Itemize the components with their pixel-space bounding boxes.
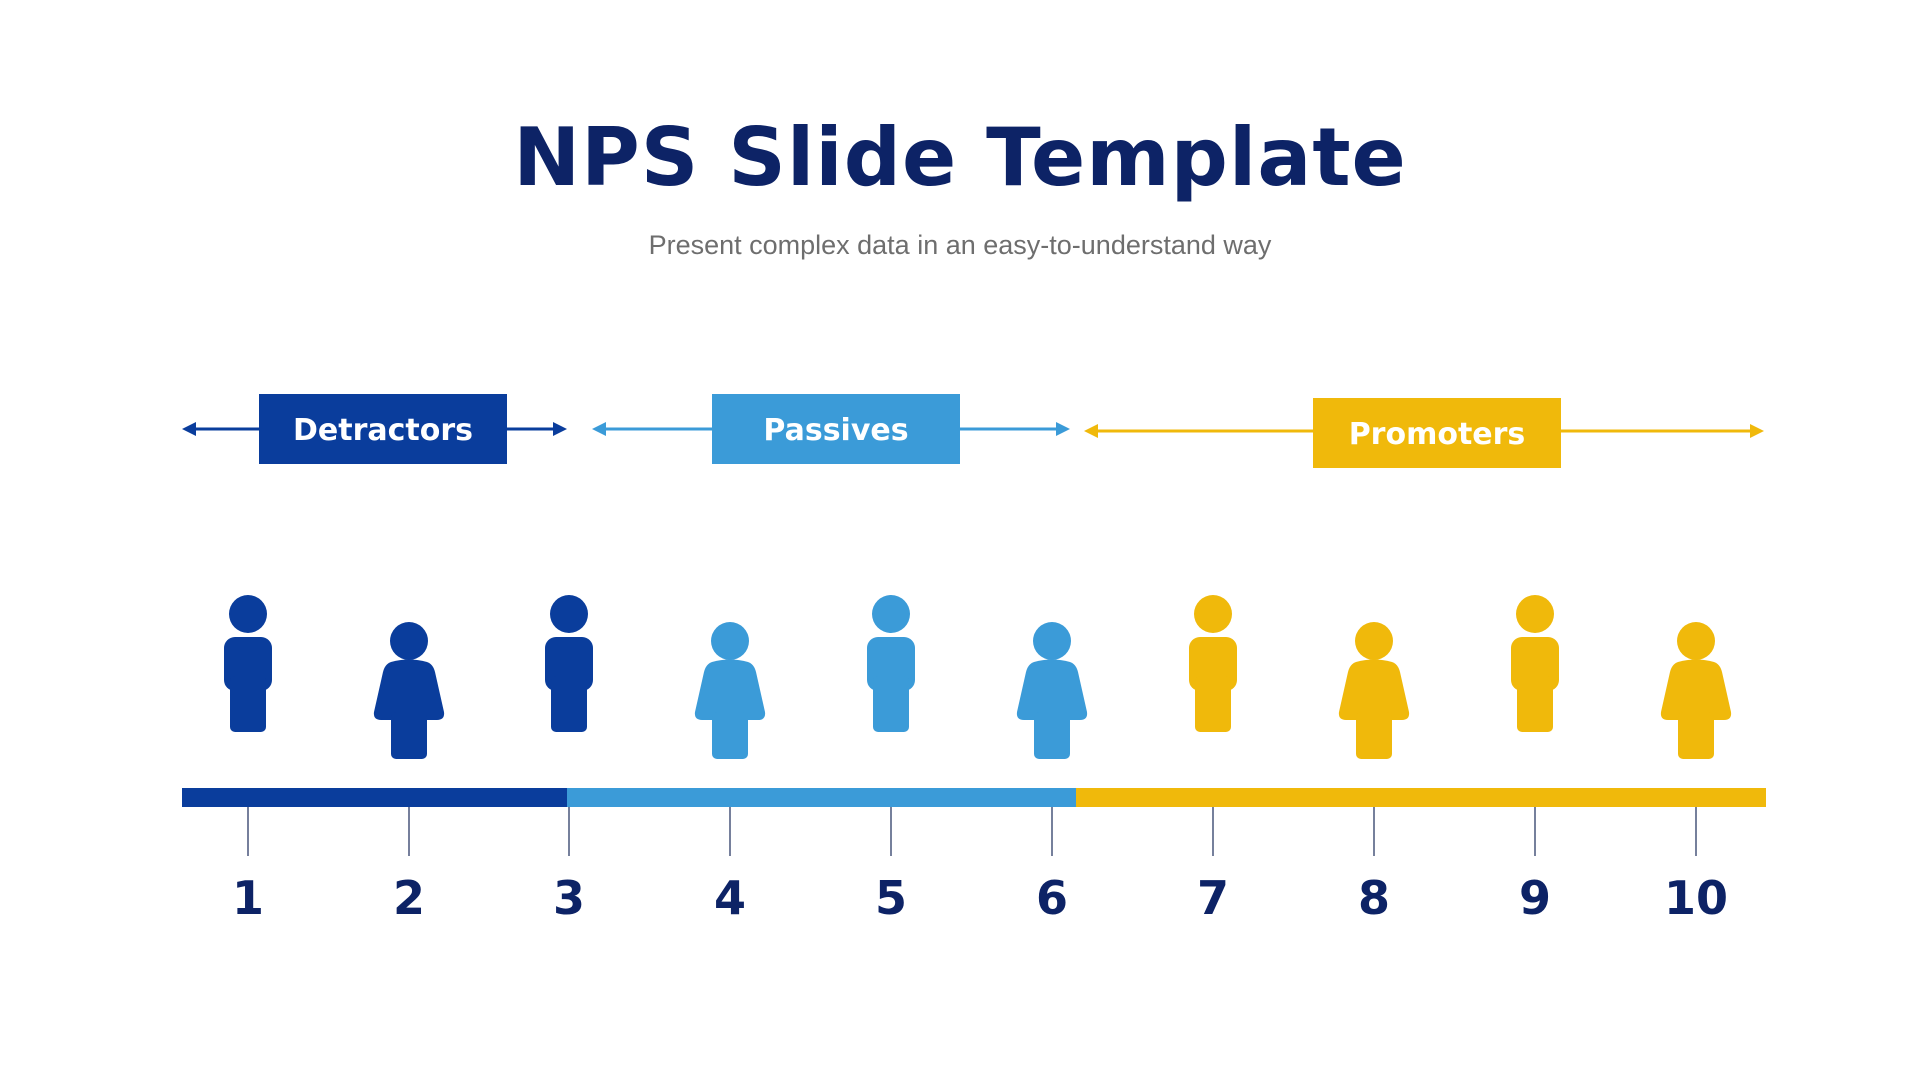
- score-scale-bar: [182, 788, 1766, 807]
- arrow-right-icon: [553, 422, 567, 436]
- segment-label-box: [1313, 398, 1561, 468]
- female-person-icon: [694, 622, 766, 759]
- segment-detractors: Detractors: [182, 394, 567, 464]
- male-person-icon: [224, 595, 272, 732]
- score-ticks: 1 2 3 4 5 6 7 8 9 10: [232, 807, 1728, 925]
- arrow-left-icon: [592, 422, 606, 436]
- female-person-icon: [1660, 622, 1732, 759]
- score-label: 5: [875, 871, 907, 925]
- male-person-icon: [545, 595, 593, 732]
- score-label: 8: [1358, 871, 1390, 925]
- segment-headers: Detractors Passives Promoters: [182, 394, 1764, 468]
- female-person-icon: [373, 622, 445, 759]
- score-label: 9: [1519, 871, 1551, 925]
- male-person-icon: [1511, 595, 1559, 732]
- segment-label-box: [712, 394, 960, 464]
- arrow-left-icon: [1084, 424, 1098, 438]
- female-person-icon: [1016, 622, 1088, 759]
- male-person-icon: [867, 595, 915, 732]
- scale-bar-detractors: [182, 788, 567, 807]
- page-subtitle: Present complex data in an easy-to-under…: [648, 230, 1272, 260]
- arrow-left-icon: [182, 422, 196, 436]
- scale-bar-promoters: [1076, 788, 1766, 807]
- segment-label: Detractors: [293, 413, 473, 448]
- segment-label: Passives: [763, 413, 908, 448]
- male-person-icon: [1189, 595, 1237, 732]
- female-person-icon: [1338, 622, 1410, 759]
- score-label: 7: [1197, 871, 1229, 925]
- scale-bar-passives: [567, 788, 1076, 807]
- score-label: 1: [232, 871, 264, 925]
- arrow-right-icon: [1056, 422, 1070, 436]
- score-label: 10: [1664, 871, 1728, 925]
- score-label: 2: [393, 871, 425, 925]
- page-title: NPS Slide Template: [513, 111, 1407, 204]
- score-label: 3: [553, 871, 585, 925]
- segment-label: Promoters: [1349, 417, 1526, 452]
- arrow-right-icon: [1750, 424, 1764, 438]
- segment-promoters: Promoters: [1084, 398, 1764, 468]
- score-label: 4: [714, 871, 746, 925]
- segment-label-box: [259, 394, 507, 464]
- segment-passives: Passives: [592, 394, 1070, 464]
- score-label: 6: [1036, 871, 1068, 925]
- people-row: [224, 595, 1732, 759]
